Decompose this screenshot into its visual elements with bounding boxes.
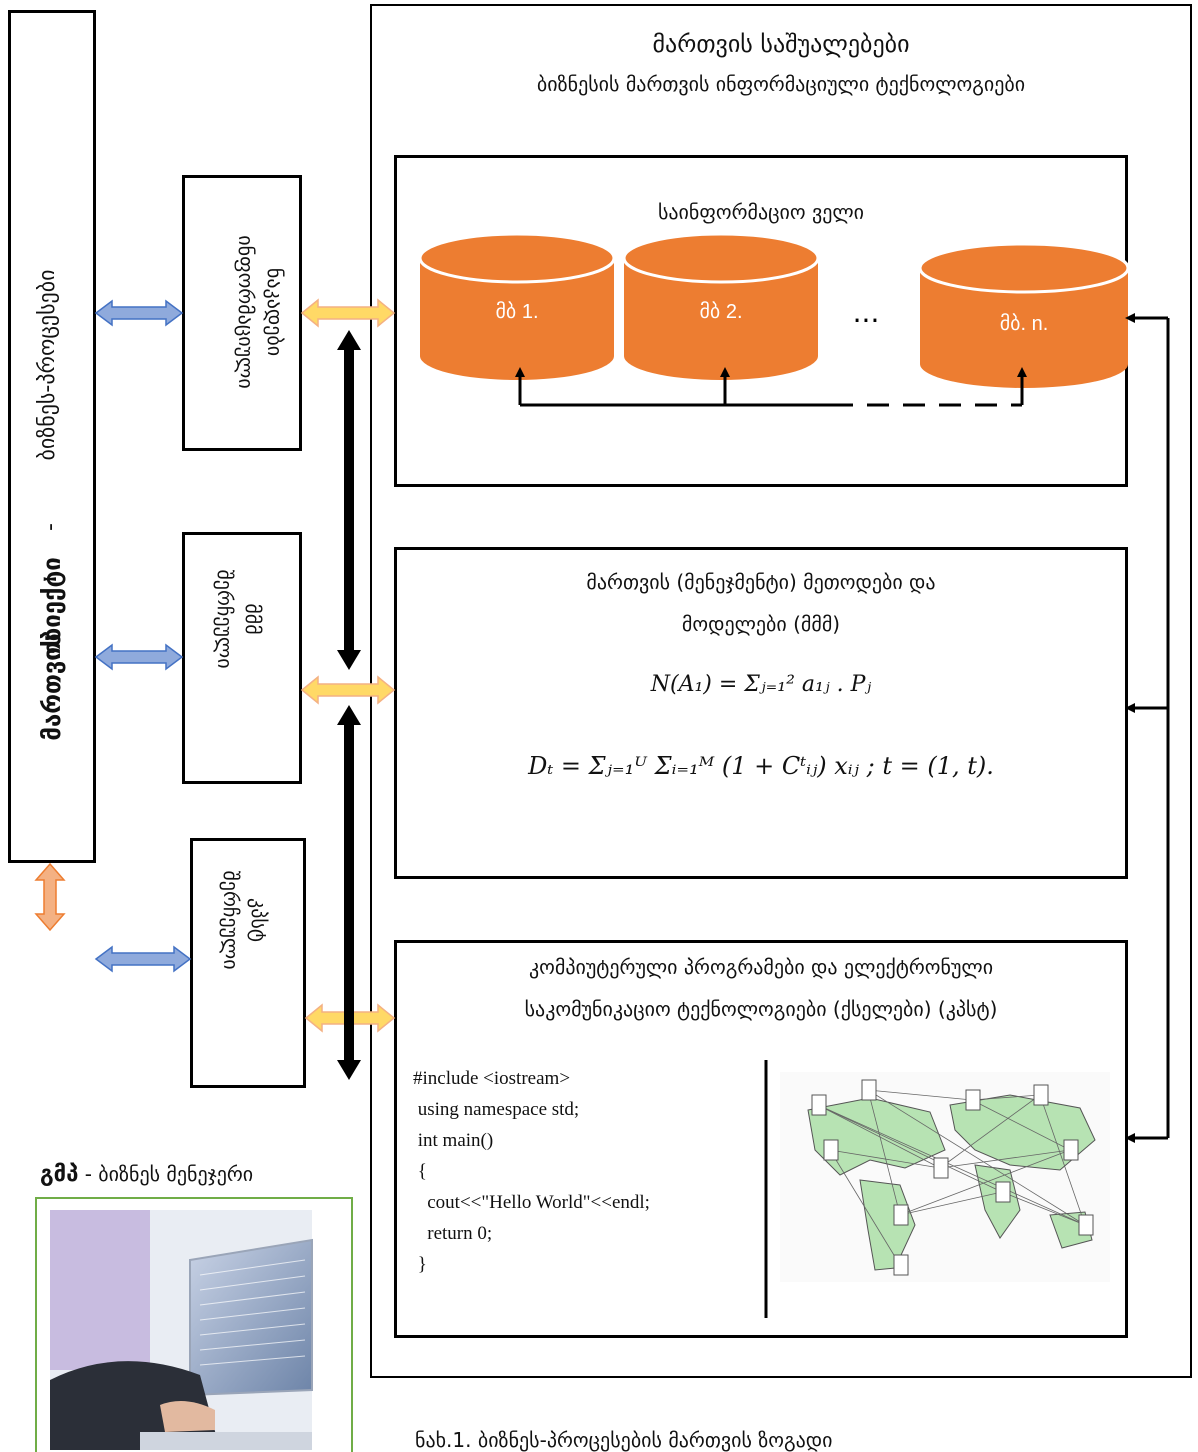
code-line-4: { [413, 1161, 427, 1182]
business-process-box [8, 10, 96, 863]
yellow-arrow-1 [300, 298, 396, 328]
code-line-7: } [413, 1254, 427, 1275]
manager-photo [35, 1197, 353, 1452]
db-connector [515, 367, 1027, 407]
methods-title-line1: მართვის (მენეჯმენტი) მეთოდები და [586, 570, 936, 594]
code-line-3: int main() [413, 1130, 494, 1151]
info-flows-box [182, 175, 302, 451]
blue-arrow-2 [94, 643, 184, 671]
code-line-6: return 0; [413, 1223, 493, 1244]
black-arrow-upper [337, 330, 361, 670]
db2-label: მბ 2. [699, 301, 742, 323]
blue-arrow-1 [94, 299, 184, 327]
methods-title-line2: მოდელები (მმმ) [681, 612, 841, 636]
management-tools-subtitle: ბიზნესის მართვის ინფორმაციული ტექნოლოგიე… [536, 72, 1026, 96]
formula-2: Dₜ = Σⱼ₌₁ᵁ Σᵢ₌₁ᴹ (1 + Cᵗᵢⱼ) xᵢⱼ ; t = (1… [528, 752, 994, 780]
yellow-arrow-2 [300, 675, 396, 705]
black-arrow-lower [337, 705, 361, 1080]
figure-caption: ნახ.1. ბიზნეს-პროცესების მართვის ზოგადი [415, 1428, 833, 1452]
code-line-2: using namespace std; [413, 1099, 580, 1120]
selected-kpst-box [190, 838, 306, 1088]
db1-label: მბ 1. [495, 301, 538, 323]
manager-role: - ბიზნეს მენეჯერი [78, 1162, 254, 1186]
code-line-1: #include <iostream> [413, 1068, 571, 1089]
feedback-line [1125, 313, 1170, 1143]
dbn-label: მბ. n. [1000, 313, 1049, 335]
formula-1: N(A₁) = Σⱼ₌₁² a₁ⱼ . Pⱼ [650, 672, 872, 697]
methods-box [394, 547, 1128, 879]
network-map-illustration [780, 1072, 1110, 1282]
database-n: მბ. n. [918, 242, 1130, 388]
programs-title-line2: საკომუნიკაციო ტექნოლოგიები (ქსელები) (კპ… [524, 997, 998, 1021]
db-ellipsis: ... [853, 296, 880, 329]
database-2: მბ 2. [622, 232, 820, 380]
management-tools-title: მართვის საშუალებები [652, 30, 910, 58]
database-1: მბ 1. [418, 232, 616, 380]
selected-mmm-box [182, 532, 302, 784]
info-field-title: საინფორმაციო ველი [657, 200, 865, 224]
orange-arrow [34, 862, 66, 932]
manager-label: გმპ - ბიზნეს მენეჯერი [40, 1162, 253, 1187]
code-line-5: cout<<"Hello World"<<endl; [413, 1192, 650, 1213]
manager-abbr: გმპ [40, 1162, 79, 1187]
blue-arrow-3 [94, 945, 192, 973]
programs-title-line1: კომპიუტერული პროგრამები და ელექტრონული [528, 955, 994, 979]
